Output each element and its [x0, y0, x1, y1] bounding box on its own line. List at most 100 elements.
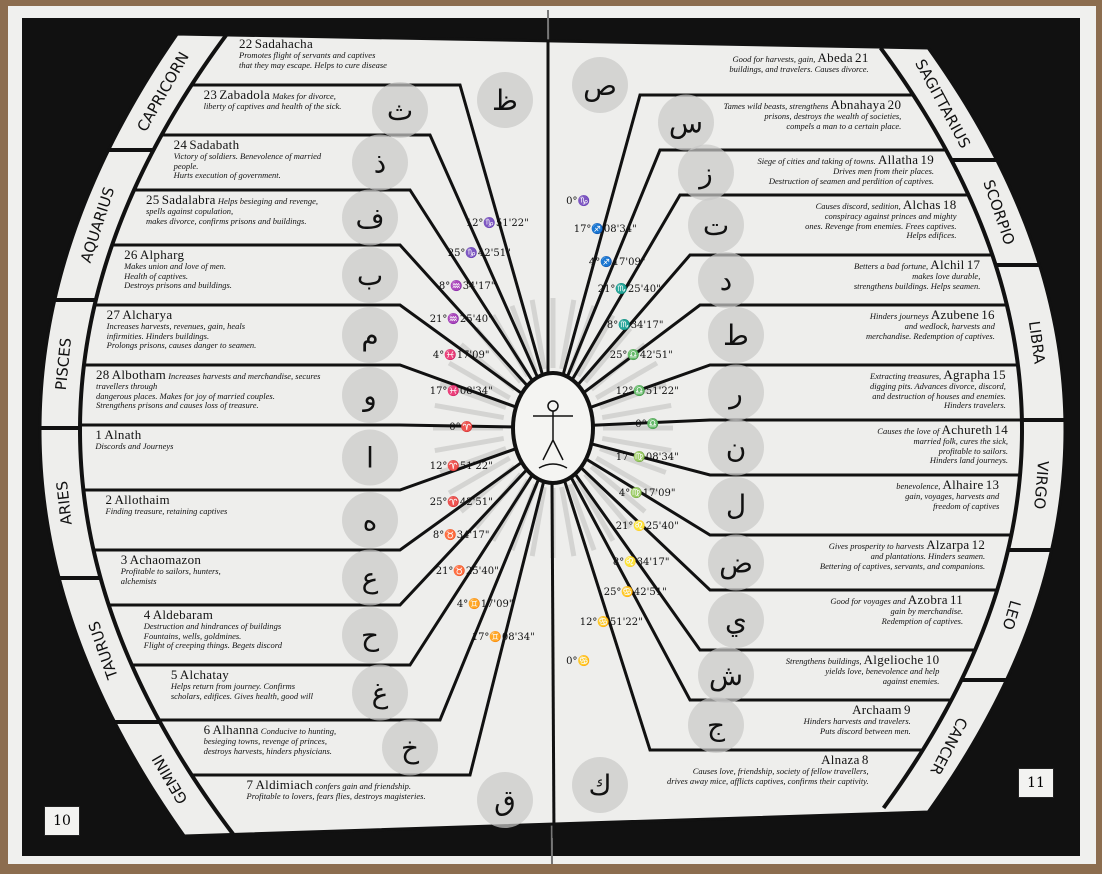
letter-wash — [342, 307, 398, 363]
mansion-description: Makes for divorce, — [272, 91, 336, 101]
mansion-divider-left — [131, 474, 534, 667]
mansion-description: and destruction of houses and enemies. — [872, 390, 1006, 401]
mansion-number: 8 — [861, 752, 869, 767]
mansion-name: Alhanna — [212, 722, 259, 737]
page-number-left: 10 — [44, 806, 80, 836]
mansion-number: 12 — [971, 537, 986, 552]
mansion-divider-left — [93, 461, 523, 552]
mansion-divider-right — [573, 472, 976, 652]
mansion-19: Siege of cities and taking of towns. All… — [736, 152, 935, 186]
mansion-description: against enemies. — [882, 675, 940, 686]
arabic-letter: ل — [726, 489, 746, 522]
mansion-description: Bettering of captives, servants, and com… — [819, 560, 986, 571]
mansion-name: Azobra — [907, 592, 948, 607]
mansion-number: 4 — [143, 607, 151, 622]
arabic-letter: ن — [726, 432, 747, 465]
letter-wash — [698, 647, 754, 703]
sun-ray — [589, 464, 647, 514]
zodiac-sign-label: LIBRA — [1025, 320, 1049, 366]
letter-wash — [688, 197, 744, 253]
mansion-description: digging pits. Advances divorce, discord, — [870, 381, 1006, 392]
mansion-name: Sadabath — [189, 137, 240, 152]
mansion-description: Helps return from journey. Confirms — [170, 681, 296, 692]
mansion-description: Extracting treasures, — [870, 371, 942, 381]
letter-wash — [342, 607, 398, 663]
degree-label: 12°♋51'22" — [580, 615, 643, 628]
zodiac-sign-label: ARIES — [53, 480, 76, 526]
sun-ray — [601, 435, 672, 454]
mansion-number: 19 — [920, 152, 935, 167]
arabic-letter: ذ — [374, 147, 386, 180]
mansion-divider-right — [579, 466, 998, 592]
mansion-description: Drives men from their places. — [833, 166, 935, 177]
mansion-number: 27 — [106, 307, 121, 322]
sun-ray — [583, 326, 633, 384]
mansion-description: gain by merchandise. — [890, 606, 964, 617]
mansion-description: Puts discord between men. — [819, 725, 911, 736]
mansion-description: Hinders land journeys. — [929, 454, 1009, 465]
mansion-description: besieging towns, revenge of princes, — [203, 736, 327, 747]
mansion-description: and plantations. Hinders seamen. — [870, 551, 986, 562]
mansion-description: Hinders journeys — [869, 311, 929, 321]
sun-ray — [599, 381, 667, 410]
mansion-divider-left — [83, 447, 517, 492]
mansion-name: Allatha — [877, 152, 919, 167]
mansion-description: Good for harvests, gain, — [732, 54, 816, 64]
mansion-divider-left — [158, 478, 540, 722]
mansion-description: compels a man to a certain place. — [786, 120, 902, 131]
degree-label: 21°♉25'40" — [436, 564, 499, 577]
mansion-description: destroys harvests, hinders physicians. — [203, 745, 332, 756]
degree-label: 25°♑42'51" — [448, 246, 511, 259]
sun-ray — [567, 483, 597, 552]
mansion-description: Siege of cities and taking of towns. — [757, 156, 876, 166]
figure-illustration — [533, 400, 573, 469]
letter-wash — [372, 82, 428, 138]
mansion-name: Abeda — [817, 50, 853, 65]
mansion-number: 16 — [981, 307, 995, 322]
arabic-letter: ظ — [492, 84, 518, 117]
sun-ray — [575, 314, 616, 378]
mansion-description: Causes love, friendship, society of fell… — [692, 766, 869, 777]
sun-ray — [595, 360, 659, 401]
mansion-25: 25 Sadalabra Helps besieging and revenge… — [146, 192, 338, 226]
mansion-number: 22 — [239, 36, 253, 51]
mansion-number: 14 — [994, 422, 1009, 437]
mansion-divider-right — [570, 193, 969, 381]
mansion-description: makes love durable, — [912, 271, 981, 282]
letter-wash — [342, 429, 398, 486]
mansion-name: Alchatay — [179, 667, 230, 682]
mansion-23: 23 Zabadola Makes for divorce,liberty of… — [203, 87, 368, 112]
mansion-name: Abnahaya — [830, 97, 886, 112]
sun-ray — [439, 381, 507, 410]
mansion-divider-left — [80, 423, 514, 429]
mansion-name: Alcharya — [122, 307, 173, 322]
ray-bottom — [550, 482, 556, 839]
mansion-name: Alhaire — [942, 477, 984, 492]
mansion-name: Alchas — [902, 197, 941, 212]
mansion-description: Hinders harvests and travelers. — [803, 716, 911, 727]
degree-label: 12°♑51'22" — [466, 216, 529, 229]
letter-wash — [708, 307, 764, 363]
arabic-letter: ث — [387, 94, 413, 127]
degree-label: 25°♈42'51" — [430, 495, 493, 508]
mansion-description: Prolongs prisons, causes danger to seame… — [106, 339, 257, 350]
mansion-name: Aldebaram — [152, 607, 214, 622]
sun-ray — [447, 360, 511, 401]
letter-wash — [342, 492, 398, 548]
mansion-description: makes divorce, confirms prisons and buil… — [146, 215, 307, 226]
mansion-divider-left — [83, 363, 517, 409]
arabic-letter: ي — [725, 604, 747, 637]
arabic-letter: ع — [362, 562, 379, 595]
mansion-number: 23 — [203, 87, 218, 102]
letter-wash — [342, 189, 398, 246]
